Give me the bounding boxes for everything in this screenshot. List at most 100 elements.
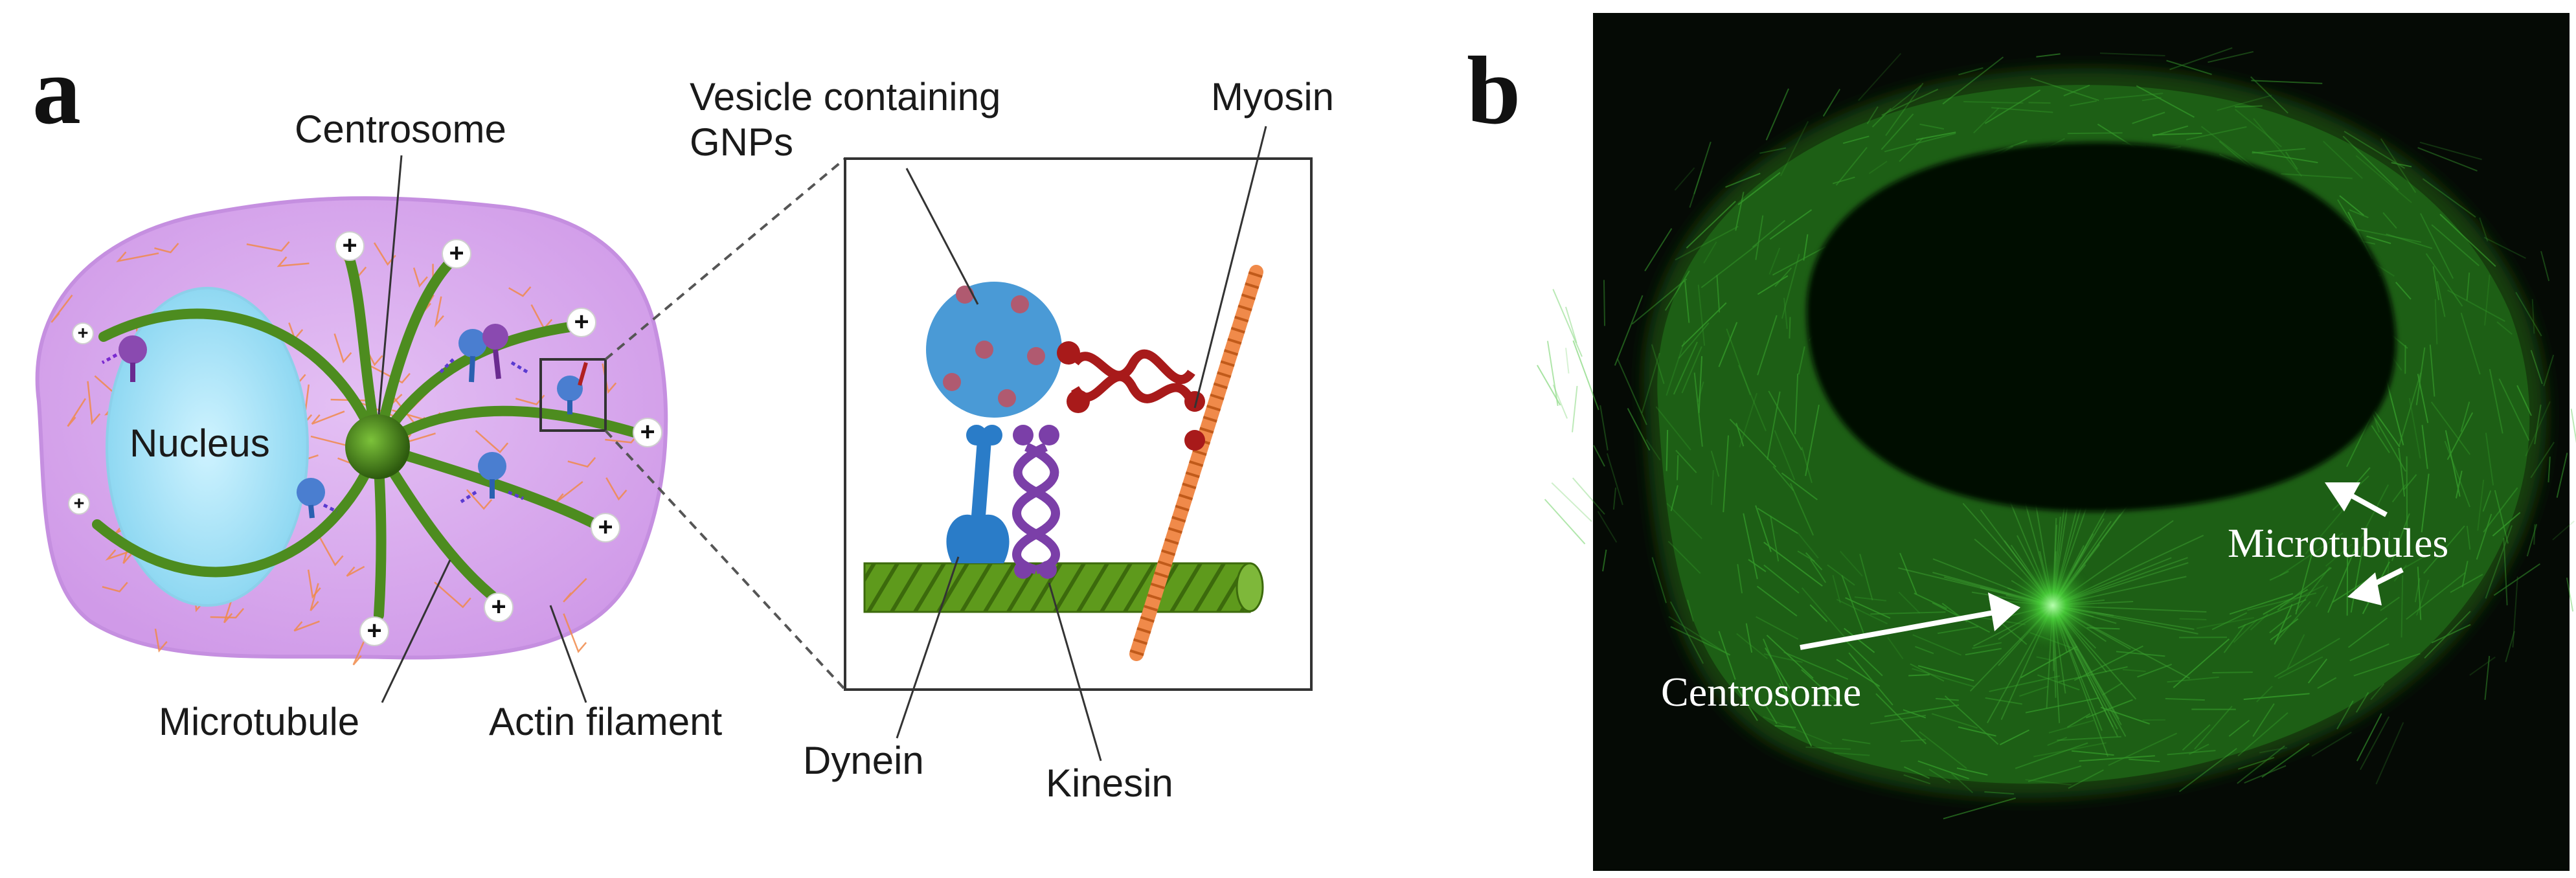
actin-strand (333, 333, 352, 364)
filament-strand (1805, 746, 1851, 750)
filament-strand (2425, 253, 2463, 307)
filament-strand (1919, 731, 1967, 769)
filament-strand (1991, 107, 2053, 113)
filament-strand (2277, 567, 2332, 611)
filament-strand (2436, 281, 2446, 317)
filament-strand (2237, 756, 2275, 770)
filament-strand (1745, 623, 1753, 653)
filament-strand (2445, 430, 2461, 497)
filament-strand (2152, 125, 2189, 137)
actin-strand (434, 296, 444, 328)
inset-actin-filament (1129, 265, 1263, 661)
filament-strand (2356, 713, 2382, 761)
filament-strand (1603, 280, 1606, 326)
filament-strand (1681, 346, 1702, 394)
actin-strand (87, 381, 101, 425)
filament-strand (2279, 585, 2324, 608)
filament-strand (1797, 550, 1815, 562)
filament-strand (1887, 636, 1904, 660)
filament-strand (1772, 466, 1794, 491)
plus-end-marker: + (633, 418, 662, 447)
gnp-particle (998, 389, 1016, 407)
filament-strand (2229, 592, 2294, 615)
filament-strand (2386, 233, 2433, 249)
filament-strand (1881, 89, 1939, 116)
filament-strand (2337, 199, 2361, 238)
filament-strand (1757, 275, 1789, 295)
actin-strand (246, 241, 290, 252)
inset-kinesin (1012, 425, 1060, 579)
filament-strand (2516, 385, 2532, 416)
filament-strand (1956, 767, 1988, 776)
filament-strand (2194, 705, 2233, 750)
filament-strand (2247, 592, 2317, 611)
filament-strand (2483, 236, 2526, 259)
vesicle-complex-small (557, 362, 588, 414)
filament-strand (1666, 502, 1702, 539)
plus-end-marker: + (591, 513, 620, 543)
plus-end-marker: + (335, 231, 365, 261)
filament-strand (1757, 508, 1798, 534)
filament-strand (2129, 758, 2160, 763)
filament-strand (1917, 665, 1974, 682)
filament-strand (1774, 267, 1792, 287)
filament-strand (2028, 102, 2051, 104)
filament-strand (2380, 596, 2400, 611)
filament-strand (2104, 93, 2164, 100)
filament-strand (1725, 172, 1761, 188)
filament-strand (2382, 212, 2397, 229)
actin-strand (67, 398, 86, 427)
filament-strand (1842, 738, 1871, 745)
filament-strand (1822, 89, 1841, 117)
filament-strand (1781, 472, 1818, 501)
filament-strand (1644, 228, 1673, 272)
filament-strand (1965, 647, 2002, 656)
actin-strand (277, 256, 310, 267)
filament-strand (2274, 601, 2311, 644)
filament-strand (2036, 53, 2061, 58)
filament-strand (1729, 418, 1777, 467)
actin-strand (307, 569, 321, 599)
filament-strand (1928, 769, 1951, 783)
filament-strand (2360, 484, 2390, 539)
filament-strand (1718, 631, 1736, 680)
filament-strand (2028, 765, 2082, 782)
svg-text:+: + (574, 308, 589, 336)
filament-strand (2228, 719, 2250, 737)
filament-strand (1943, 797, 2017, 820)
filament-strand (1903, 709, 1926, 719)
filament-strand (1789, 483, 1814, 536)
filament-strand (1910, 663, 1945, 682)
filament-strand (1798, 346, 1805, 375)
plus-end-marker: + (442, 239, 471, 269)
filament-strand (2086, 627, 2120, 630)
filament-strand (1801, 447, 1813, 483)
filament-strand (1866, 106, 1879, 124)
plus-end-marker: + (72, 322, 94, 344)
filament-strand (1803, 234, 1809, 261)
microtubule (92, 442, 383, 578)
filament-strand (1606, 453, 1623, 506)
filament-strand (1664, 270, 1690, 311)
filament-strand (2401, 575, 2404, 638)
filament-strand (2484, 655, 2491, 700)
micrograph-nucleus (1807, 142, 2397, 512)
inset-microtubule-end (1236, 562, 1264, 613)
filament-strand (2132, 111, 2165, 124)
microtubule (372, 254, 458, 452)
filament-strand (1805, 404, 1820, 477)
filament-strand (2515, 291, 2542, 337)
dynein-label: Dynein (803, 739, 924, 782)
filament-strand (2432, 266, 2440, 300)
filament-strand (1875, 693, 1927, 745)
filament-strand (1675, 449, 1697, 473)
filament-strand (2496, 321, 2513, 335)
filament-strand (1899, 552, 1917, 595)
filament-strand (2543, 354, 2555, 387)
filament-strand (2025, 779, 2072, 786)
filament-strand (1651, 557, 1667, 603)
filament-strand (2086, 699, 2133, 719)
filament-strand (2137, 664, 2173, 678)
actin-strand (311, 411, 345, 425)
filament-strand (1572, 477, 1605, 515)
